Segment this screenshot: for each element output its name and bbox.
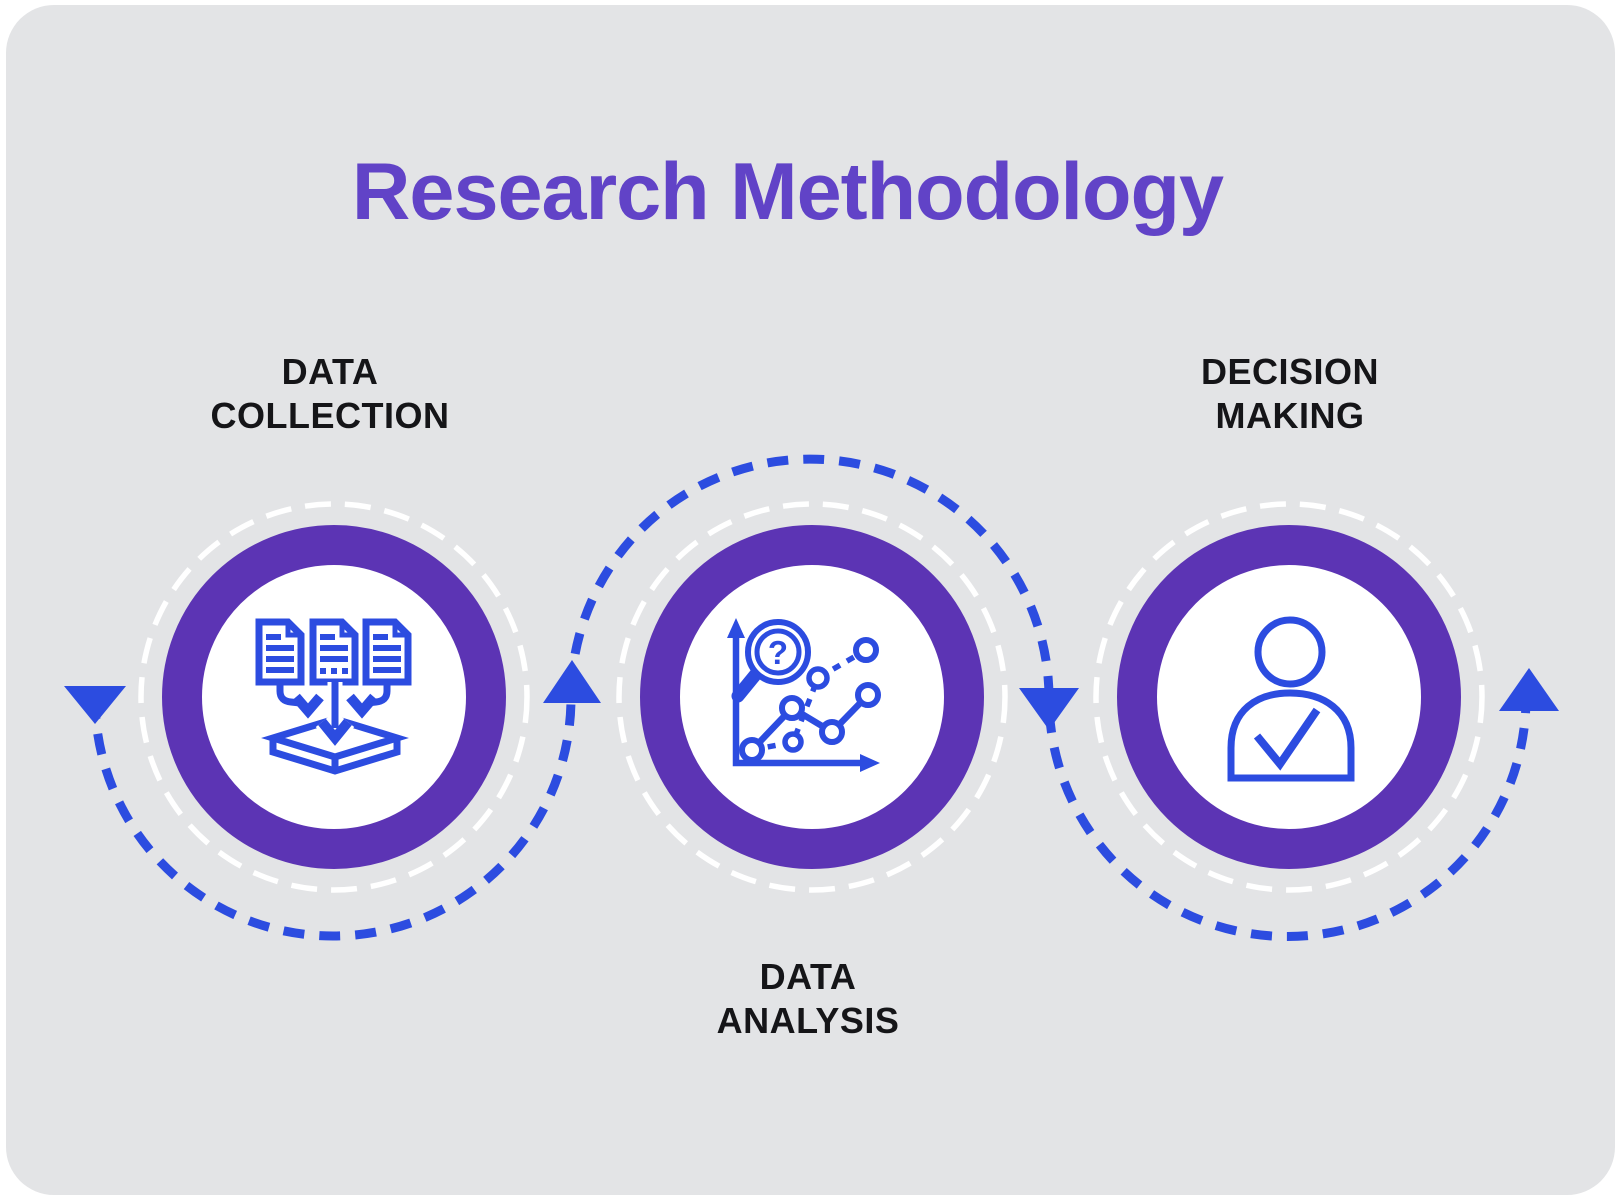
documents-into-tray-icon (255, 618, 412, 775)
question-mark-glyph: ? (768, 634, 788, 671)
flow-arrowhead-up-mid1 (543, 660, 601, 703)
step-label-line: ANALYSIS (716, 1000, 900, 1041)
step-label-line: DATA (759, 956, 857, 997)
page-title: Research Methodology (351, 147, 1224, 237)
step-label-line: COLLECTION (210, 395, 450, 436)
flow-arrowhead-down-mid2 (1019, 688, 1079, 730)
flow-arrowhead-down-start (64, 686, 126, 724)
step-label-line: MAKING (1215, 395, 1365, 436)
step-label-data-analysis: DATA ANALYSIS (717, 955, 900, 1043)
step-label-line: DECISION (1200, 351, 1380, 392)
step-ring-data-analysis (640, 525, 984, 869)
step-label-data-collection: DATA COLLECTION (211, 350, 450, 438)
step-dashed-halo-2 (616, 501, 1008, 893)
chart-magnifier-icon: ? (727, 618, 881, 772)
step-dashed-halo-3 (1093, 501, 1485, 893)
step-dashed-halo-1 (138, 501, 530, 893)
step-label-line: DATA (281, 351, 379, 392)
person-checkmark-icon (1227, 616, 1355, 782)
flow-arrowhead-up-end (1499, 668, 1559, 711)
flow-connector-path (90, 454, 1531, 941)
step-label-decision-making: DECISION MAKING (1201, 350, 1379, 438)
